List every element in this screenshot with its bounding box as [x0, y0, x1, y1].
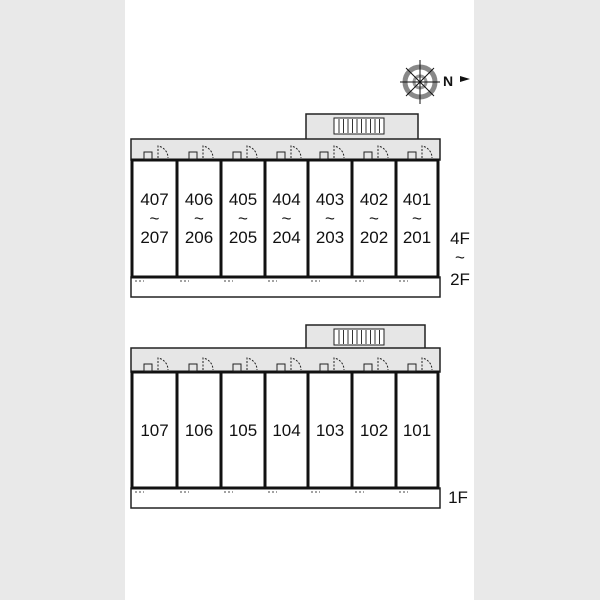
door-icon	[246, 145, 258, 159]
meter-box-icon	[188, 363, 198, 372]
unit-label: 104	[265, 421, 308, 440]
unit-number-bottom: 206	[184, 228, 214, 247]
unit-number-top: 106	[184, 420, 214, 440]
door-icon	[157, 357, 169, 371]
unit-number-top: 407	[140, 190, 169, 209]
unit-number-top: 401	[402, 190, 432, 209]
unit-label: 401~201	[396, 190, 438, 247]
unit-number-top: 105	[228, 420, 258, 440]
unit-room	[263, 158, 310, 279]
compass-icon	[400, 60, 470, 104]
door-icon	[377, 357, 389, 371]
meter-box-icon	[407, 363, 417, 372]
unit-label: 106	[177, 421, 221, 440]
meter-box-icon	[143, 151, 153, 160]
floor-label-sep: ~	[455, 248, 465, 267]
unit-room	[350, 370, 398, 490]
unit-room	[306, 158, 354, 279]
unit-label: 403~203	[308, 190, 352, 247]
meter-box-icon	[407, 151, 417, 160]
unit-number-bottom: 204	[272, 228, 301, 247]
unit-number-bottom: 207	[140, 228, 169, 247]
north-label: N	[443, 73, 454, 89]
unit-room	[219, 158, 267, 279]
unit-number-sep: ~	[149, 209, 160, 228]
unit-label: 406~206	[177, 190, 221, 247]
meter-box-icon	[363, 363, 373, 372]
staircase	[333, 328, 385, 346]
unit-number-bottom: 201	[402, 228, 432, 247]
door-icon	[333, 357, 345, 371]
unit-number-top: 405	[228, 190, 258, 209]
unit-number-sep: ~	[325, 209, 335, 228]
meter-box-icon	[232, 151, 242, 160]
unit-label: 105	[221, 421, 265, 440]
door-icon	[202, 145, 214, 159]
meter-box-icon	[319, 151, 329, 160]
unit-number-top: 404	[272, 190, 301, 209]
door-icon	[290, 145, 302, 159]
floor-label-top: 4F	[450, 229, 470, 248]
unit-number-top: 103	[315, 420, 345, 440]
meter-box-icon	[143, 363, 153, 372]
unit-label: 404~204	[265, 190, 308, 247]
unit-number-top: 403	[315, 190, 345, 209]
floor-label-1f: 1F	[448, 488, 468, 507]
floor-label-bottom: 2F	[450, 270, 470, 289]
balcony	[130, 276, 441, 298]
unit-label: 101	[396, 421, 438, 440]
unit-label: 107	[132, 421, 177, 440]
unit-room	[175, 158, 223, 279]
unit-number-bottom: 203	[315, 228, 345, 247]
unit-room	[175, 370, 223, 490]
unit-label: 407~207	[132, 190, 177, 247]
unit-number-sep: ~	[412, 209, 422, 228]
door-icon	[377, 145, 389, 159]
door-icon	[333, 145, 345, 159]
meter-box-icon	[319, 363, 329, 372]
unit-number-top: 107	[140, 420, 169, 440]
unit-number-top: 101	[402, 420, 432, 440]
unit-room	[394, 158, 440, 279]
balcony	[130, 487, 441, 509]
unit-number-top: 102	[359, 420, 389, 440]
unit-label: 402~202	[352, 190, 396, 247]
door-icon	[421, 357, 433, 371]
meter-box-icon	[188, 151, 198, 160]
unit-number-top: 406	[184, 190, 214, 209]
door-icon	[290, 357, 302, 371]
door-icon	[157, 145, 169, 159]
meter-box-icon	[363, 151, 373, 160]
unit-number-bottom: 205	[228, 228, 258, 247]
unit-number-top: 104	[272, 420, 301, 440]
door-icon	[246, 357, 258, 371]
meter-box-icon	[232, 363, 242, 372]
staircase	[333, 117, 385, 135]
unit-number-bottom: 202	[359, 228, 389, 247]
unit-label: 103	[308, 421, 352, 440]
unit-number-sep: ~	[238, 209, 248, 228]
unit-number-sep: ~	[281, 209, 292, 228]
unit-number-sep: ~	[194, 209, 204, 228]
unit-label: 405~205	[221, 190, 265, 247]
unit-room	[306, 370, 354, 490]
unit-number-sep: ~	[369, 209, 379, 228]
unit-room	[394, 370, 440, 490]
unit-label: 102	[352, 421, 396, 440]
meter-box-icon	[276, 363, 286, 372]
door-icon	[421, 145, 433, 159]
door-icon	[202, 357, 214, 371]
meter-box-icon	[276, 151, 286, 160]
unit-number-top: 402	[359, 190, 389, 209]
